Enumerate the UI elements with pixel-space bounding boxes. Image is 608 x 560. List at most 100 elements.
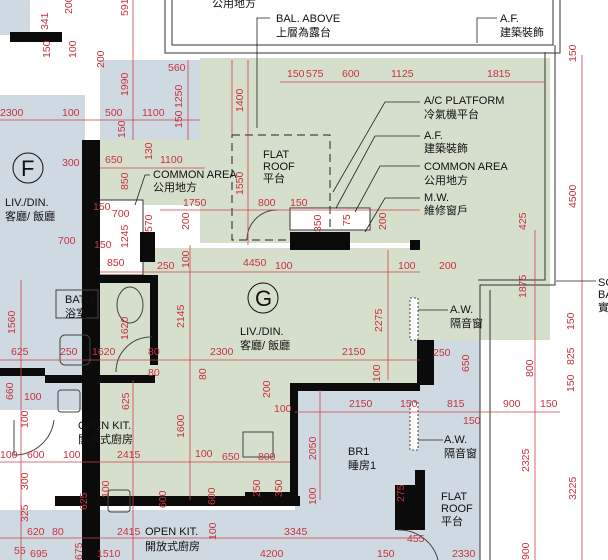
dimension-label: 600 <box>27 449 45 461</box>
wall <box>290 232 350 250</box>
bath-label-zh: 浴室 <box>65 306 87 320</box>
dimension-label: 625 <box>11 346 29 358</box>
dimension-label: 150 <box>290 197 308 209</box>
entrance-door-swing <box>13 419 55 456</box>
dimension-label: 1510 <box>97 548 121 560</box>
wall <box>140 232 155 262</box>
sink <box>57 389 81 413</box>
dimension-label: 100 <box>100 480 112 498</box>
dimension-label: 500 <box>105 107 123 119</box>
mw-label-zh: 維修窗戶 <box>424 203 468 217</box>
wall <box>55 496 300 506</box>
wall <box>245 492 295 504</box>
right-cut-label-3: 實 <box>598 300 608 314</box>
dimension-label: 200 <box>180 212 192 230</box>
dimension-label: 300 <box>62 157 80 169</box>
dimension-label: 150 <box>377 548 395 560</box>
dimension-label: 1125 <box>391 68 414 80</box>
left-utility-area <box>0 280 55 410</box>
flat-roof-top-label-1: FLAT <box>263 149 289 161</box>
dimension-label: 80 <box>148 367 160 379</box>
dimension-label: 560 <box>168 62 186 74</box>
upper-service-area <box>100 60 200 140</box>
wall <box>415 470 425 500</box>
dimension-label: 150 <box>41 40 53 58</box>
dimension-label: 100 <box>19 410 31 428</box>
dimension-label: 695 <box>30 548 48 560</box>
dimension-label: 600 <box>157 490 169 508</box>
dimension-label: 1250 <box>173 84 185 108</box>
unit-g-label: G <box>255 286 272 311</box>
dimension-label: 4500 <box>567 184 579 208</box>
wall <box>417 340 434 385</box>
upper-balcony-outline <box>164 0 561 54</box>
dimension-label: 425 <box>517 212 529 230</box>
dimension-label: 1100 <box>160 154 183 166</box>
dimension-label: 575 <box>306 68 324 80</box>
common-area-left <box>100 140 200 205</box>
dimension-label: 75 <box>341 214 353 226</box>
br1-door-swing <box>397 529 439 560</box>
dimension-label: 625 <box>120 392 132 410</box>
dimension-label: 250 <box>157 260 175 272</box>
dimension-label: 2415 <box>117 449 141 461</box>
dimension-label: 815 <box>447 398 465 410</box>
dimension-label: 200 <box>377 212 389 230</box>
ac-platform-label-zh: 冷氣機平台 <box>424 107 479 121</box>
dimension-label: 600 <box>342 68 360 80</box>
dimension-label: 100 <box>62 107 80 119</box>
open-kit-label: OPEN KIT. <box>78 420 131 432</box>
wall <box>82 140 100 560</box>
dimension-label: 2275 <box>373 308 385 332</box>
dimension-label: 1400 <box>234 88 246 112</box>
dimension-label: 2150 <box>349 398 373 410</box>
aw-1-label: A.W. <box>450 304 473 316</box>
wall <box>292 410 297 500</box>
liv-din-g-label-zh: 客廳/ 飯廳 <box>240 338 290 352</box>
horizontal-dimensions: 2300 100 500 1100 300 650 1100 560 150 5… <box>0 62 558 560</box>
dimension-label: 100 <box>207 522 219 540</box>
flat-roof-top-label-zh: 平台 <box>263 171 285 185</box>
dimension-label: 325 <box>19 504 31 522</box>
ac-platform-label: A/C PLATFORM <box>424 95 504 107</box>
dimension-label: 825 <box>565 347 577 365</box>
flat-roof-top-label-2: ROOF <box>263 161 295 173</box>
aw-1-label-zh: 隔音窗 <box>450 316 483 330</box>
dimension-label: 600 <box>206 487 218 505</box>
dimension-label: 675 <box>73 542 85 560</box>
kitchen-counter <box>242 431 274 458</box>
wall <box>45 375 155 383</box>
dimension-label: 3345 <box>284 526 308 538</box>
dimension-label: 150 <box>94 239 112 251</box>
dimension-label: 650 <box>105 154 123 166</box>
flat-roof-upper-area <box>200 58 550 243</box>
dimension-label: 100 <box>307 487 319 505</box>
dimension-label: 80 <box>52 526 64 538</box>
liv-din-f-label: LIV./DIN. <box>5 197 49 209</box>
dimension-label: 800 <box>258 197 276 209</box>
dimension-label: 625 <box>78 492 90 510</box>
dimension-label: 200 <box>63 0 75 14</box>
open-kit-2-label-zh: 開放式廚房 <box>145 539 200 553</box>
dimension-label: 80 <box>197 368 209 380</box>
mw-label: M.W. <box>424 192 449 204</box>
dimension-label: 2300 <box>0 107 24 119</box>
dimension-label: 2325 <box>520 448 532 472</box>
bath-label: BATH <box>65 294 94 306</box>
dimension-label: 700 <box>112 208 130 220</box>
flat-roof-door-swing <box>246 209 278 241</box>
dimension-label: 200 <box>439 260 457 272</box>
common-area-left-label: COMMON AREA <box>153 169 237 181</box>
dimension-label: 620 <box>27 526 45 538</box>
dimension-label: 100 <box>0 449 18 461</box>
dimension-label: 350 <box>273 479 285 497</box>
dimension-label: 100 <box>371 364 383 382</box>
dimension-label: 1815 <box>487 68 511 80</box>
open-kit-label-zh: 開放式廚房 <box>78 432 133 446</box>
unit-f-label: F <box>21 156 34 181</box>
balcony-area <box>420 240 550 340</box>
leader-lines <box>134 17 596 441</box>
dimension-label: 2300 <box>210 346 234 358</box>
flat-roof-bottom-label-zh: 平台 <box>441 514 463 528</box>
